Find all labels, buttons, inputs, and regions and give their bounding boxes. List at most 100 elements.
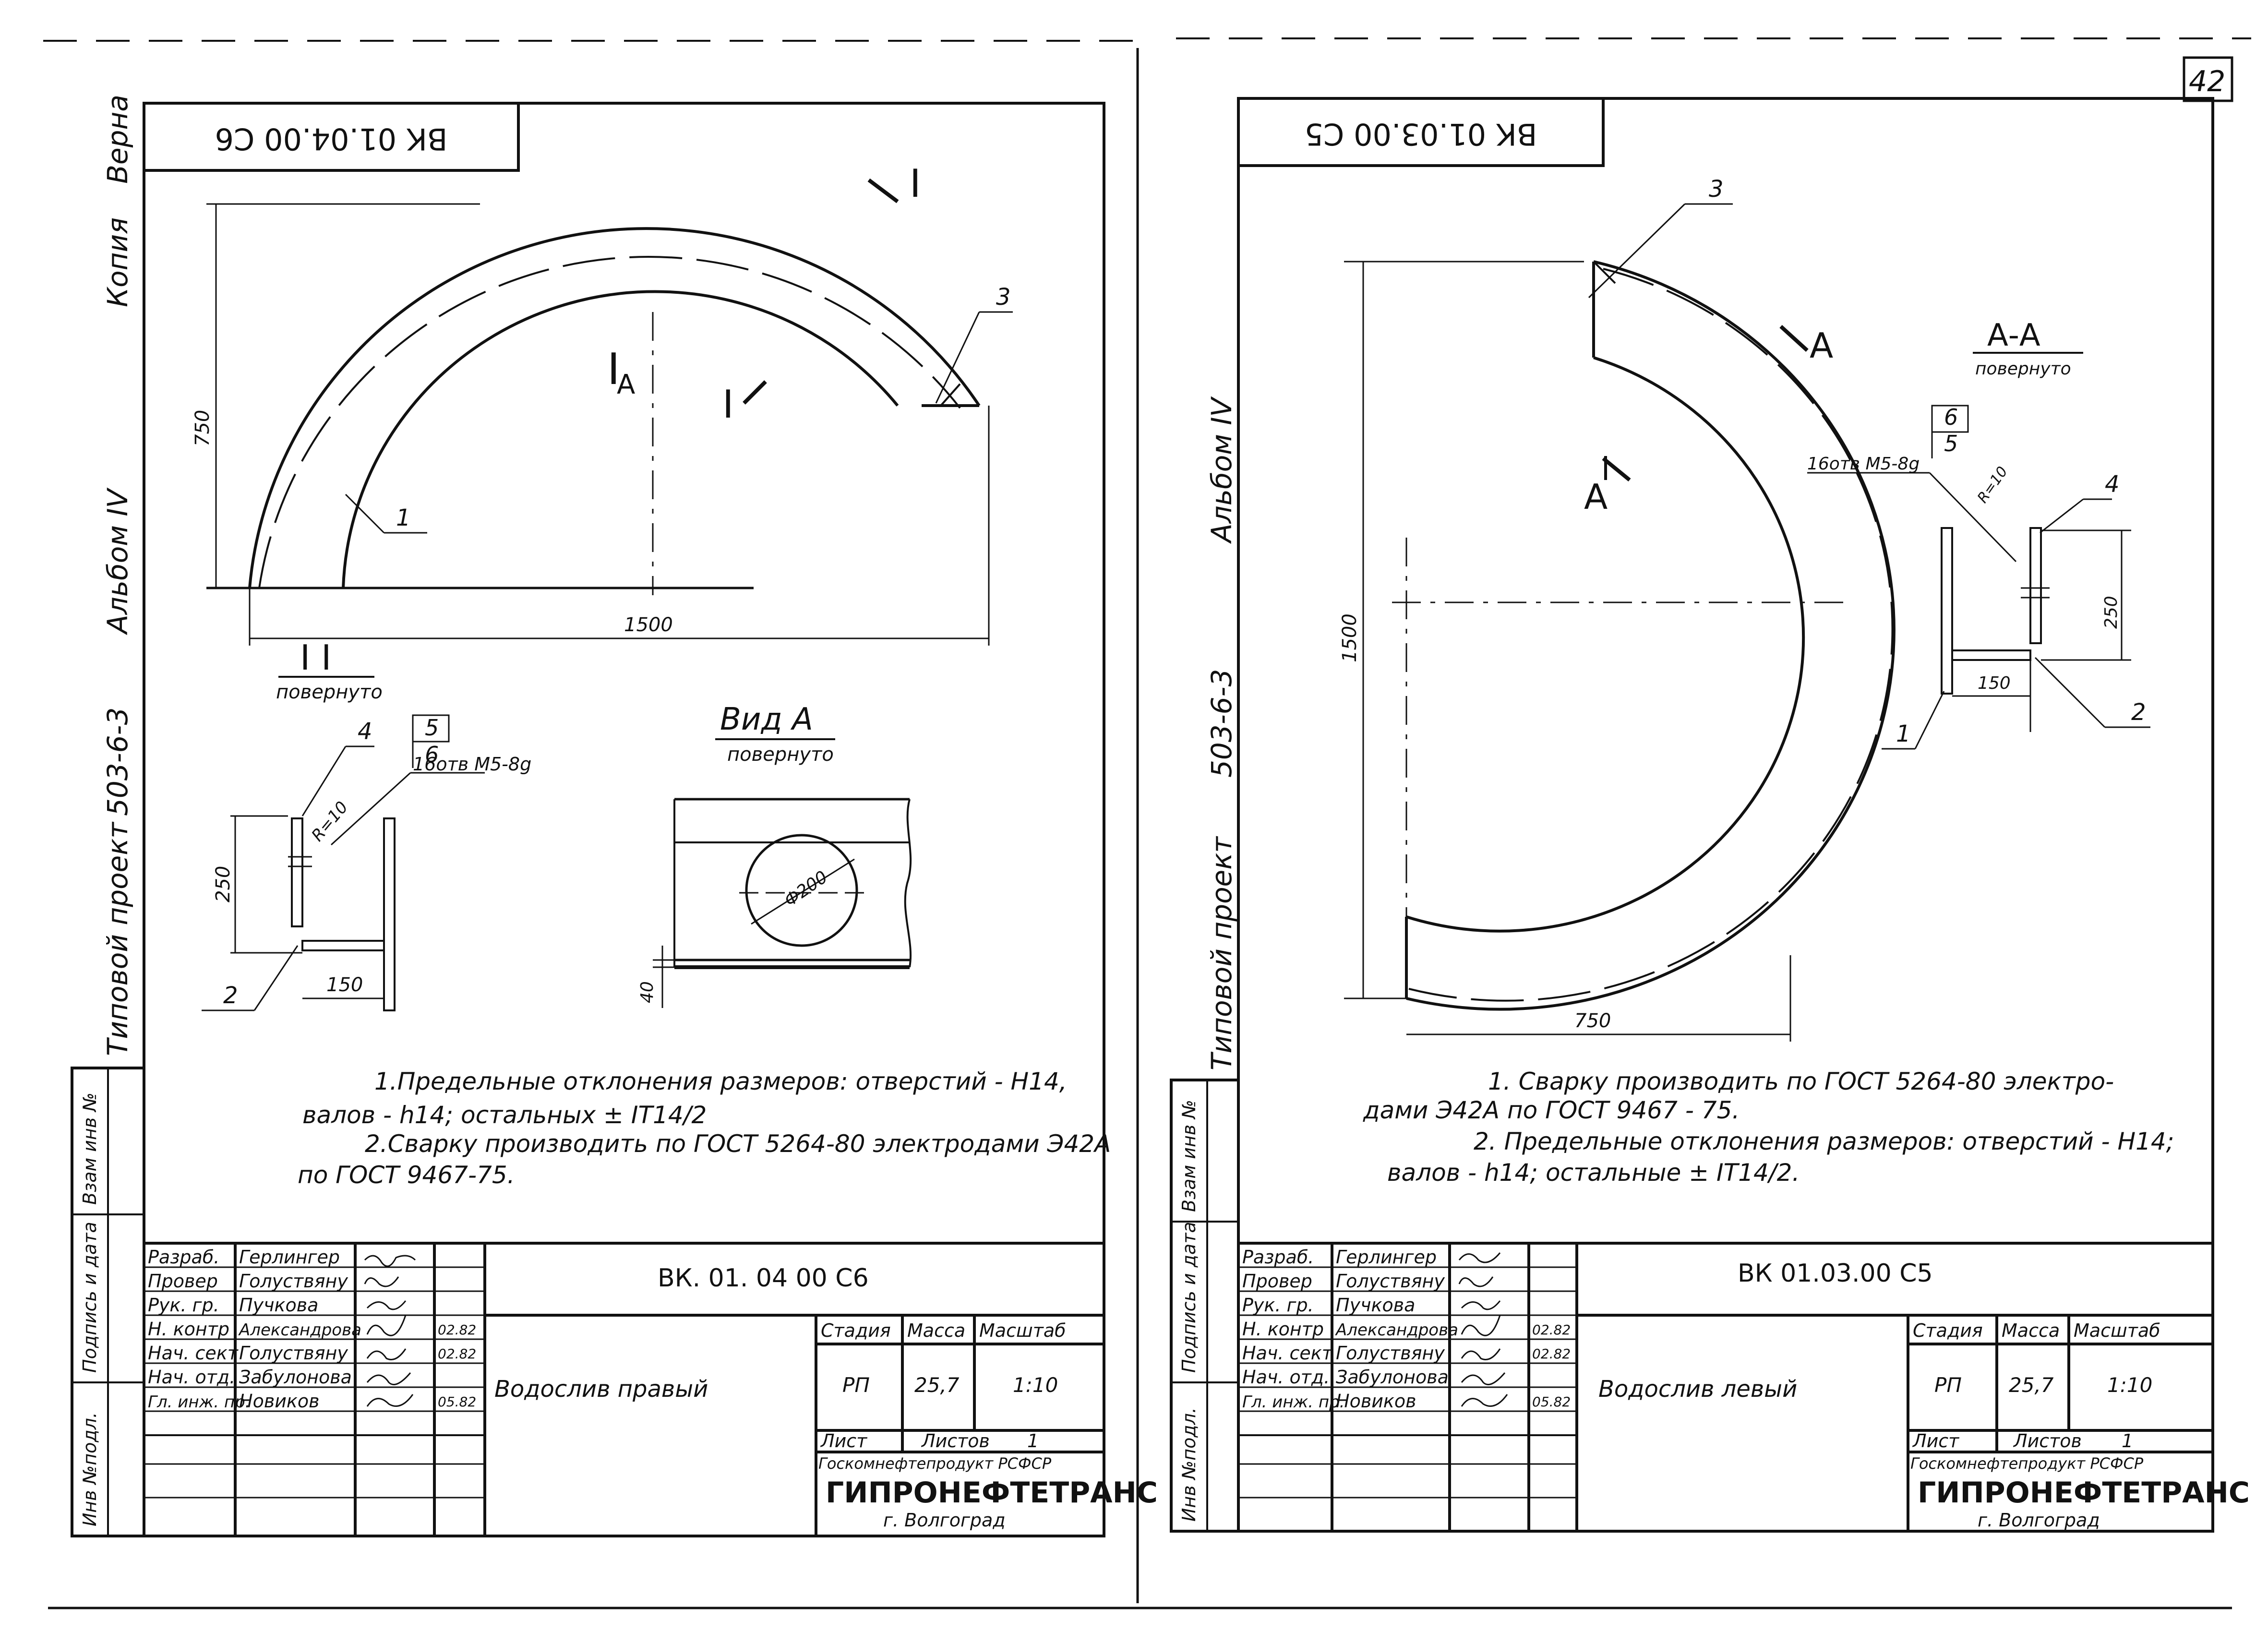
left-signatures <box>364 1255 416 1407</box>
tb-right-date-0: 02.82 <box>1532 1322 1571 1338</box>
callout-2-right: 2 <box>2131 699 2146 726</box>
callout-5: 5 <box>425 715 439 741</box>
tb-right-scale-h: Масштаб <box>2074 1320 2160 1341</box>
view-a-title: Вид А <box>720 702 813 737</box>
tb-right-name-3: Александрова <box>1335 1320 1458 1340</box>
tb-left-scale-h: Масштаб <box>979 1320 1066 1341</box>
tb-right-date-1: 02.82 <box>1532 1346 1571 1362</box>
tb-left-role-4: Нач. сект <box>148 1343 239 1364</box>
dim-750-right: 750 <box>1574 1010 1611 1032</box>
dim-250-right: 250 <box>2101 596 2121 629</box>
left-code-rotated: ВК 01.04.00 С6 <box>215 121 448 156</box>
margin-tipovoy: Типовой проект <box>101 821 134 1056</box>
callout-1: 1 <box>396 504 411 531</box>
tb-left-date-1: 02.82 <box>438 1346 476 1362</box>
tb-left-mass-h: Масса <box>907 1320 965 1341</box>
tb-left-name-1: Голуствяну <box>239 1271 348 1292</box>
tb-right-city: г. Волгоград <box>1978 1510 2100 1531</box>
tb-right-name-1: Голуствяну <box>1336 1271 1445 1292</box>
margin-kopia-verna: КопияВерна <box>101 95 134 307</box>
view-a: Вид А повернуто Ф200 40 <box>637 702 912 1008</box>
tb-right-name-4: Голуствяну <box>1336 1343 1445 1364</box>
margin-album: Альбом IV <box>101 487 134 636</box>
mark-i-lower: I <box>722 382 734 427</box>
weld-note-right: 16отв М5-8g <box>1807 454 1920 474</box>
section-a-a-title: А-А <box>1987 318 2040 353</box>
tb-right-role-2: Рук. гр. <box>1242 1295 1314 1316</box>
right-note-1b: дами Э42А по ГОСТ 9467 - 75. <box>1363 1096 1740 1124</box>
dim-250-left: 250 <box>212 866 234 902</box>
dim-1500-right: 1500 <box>1339 613 1361 662</box>
tb-right-mass: 25,7 <box>2009 1373 2054 1397</box>
tb-right-name-5: Забулонова <box>1336 1367 1449 1388</box>
page-number-box <box>2183 56 2233 102</box>
callout-5-right: 5 <box>1944 431 1958 456</box>
right-half-ring: 1500 750 А А 3 <box>1339 176 1896 1042</box>
mark-i-upper: I <box>910 161 921 206</box>
page-number: 42 <box>2189 65 2225 98</box>
weld-note-left: 16отв М5-8g <box>413 754 531 775</box>
callout-3-right: 3 <box>1709 176 1724 203</box>
tb-left-scale: 1:10 <box>1013 1373 1058 1397</box>
left-notes: 1.Предельные отклонения размеров: отверс… <box>298 1068 1111 1189</box>
stamp-inv-podl-left: Инв №подл. <box>79 1412 100 1526</box>
mark-i-arrow: I <box>607 344 620 395</box>
stamp-vzam-right: Взам инв № <box>1178 1100 1200 1212</box>
tb-right-scale: 1:10 <box>2107 1373 2152 1397</box>
margin-project-code: 503-6-3 <box>101 708 134 816</box>
section-a-a: А-А повернуто 6 5 16отв М5-8g R=10 250 1… <box>1807 318 2150 750</box>
tb-right-title: Водослив левый <box>1598 1376 1797 1403</box>
tb-left-date-0: 02.82 <box>438 1322 476 1338</box>
margin-tipovoy-right: Типовой проект <box>1205 836 1238 1070</box>
tb-left-org2: ГИПРОНЕФТЕТРАНС <box>826 1476 1158 1510</box>
tb-right-stage-h: Стадия <box>1913 1320 1983 1341</box>
right-notes: 1. Сварку производить по ГОСТ 5264-80 эл… <box>1363 1068 2174 1187</box>
inner-arc <box>342 290 899 588</box>
dim-750: 750 <box>192 410 214 446</box>
half-ring-view: 750 1500 I А I I 1 3 <box>192 161 1013 646</box>
tb-right-name-2: Пучкова <box>1336 1295 1415 1316</box>
tb-right-sheet: Лист <box>1912 1430 1960 1452</box>
tb-left-sheet: Лист <box>820 1430 868 1452</box>
tb-left-city: г. Волгоград <box>883 1510 1006 1531</box>
tb-right-role-3: Н. контр <box>1242 1319 1324 1340</box>
tb-right-name-0: Герлингер <box>1336 1247 1437 1268</box>
tb-right-stage: РП <box>1934 1373 1962 1397</box>
right-note-2a: 2. Предельные отклонения размеров: отвер… <box>1474 1128 2174 1155</box>
tb-left-sheets-count: 1 <box>1027 1430 1039 1452</box>
hole-circle <box>745 834 858 947</box>
callout-1-right: 1 <box>1896 720 1911 747</box>
margin-album-right: Альбом IV <box>1205 396 1238 544</box>
left-note-1b: валов - h14; остальных ± IT14/2 <box>302 1101 707 1129</box>
left-note-2a: 2.Сварку производить по ГОСТ 5264-80 эле… <box>365 1130 1111 1158</box>
tb-left-role-1: Провер <box>148 1271 218 1292</box>
stamp-inv-podl-right: Инв №подл. <box>1178 1407 1200 1522</box>
tb-right-code: ВК 01.03.00 С5 <box>1738 1259 1933 1288</box>
tb-left-role-6: Гл. инж. пр. <box>148 1392 250 1412</box>
callout-4: 4 <box>358 718 372 745</box>
tb-right-role-6: Гл. инж. пр. <box>1242 1392 1344 1412</box>
right-code-rotated: ВК 01.03.00 С5 <box>1305 117 1537 152</box>
callout-6-right: 6 <box>1944 404 1958 430</box>
left-note-2b: по ГОСТ 9467-75. <box>298 1161 515 1189</box>
tb-left-role-5: Нач. отд. <box>148 1367 235 1388</box>
tb-left-title: Водослив правый <box>494 1376 708 1403</box>
tb-left-role-0: Разраб. <box>148 1247 219 1268</box>
tb-left-name-3: Александрова <box>238 1320 361 1340</box>
dim-40: 40 <box>637 981 657 1003</box>
dim-dia: Ф200 <box>781 867 831 911</box>
callout-2: 2 <box>223 982 238 1009</box>
tb-right-mass-h: Масса <box>2002 1320 2060 1341</box>
callout-6: 6 <box>425 742 439 768</box>
mark-a-label: А <box>617 369 635 400</box>
dim-150-right: 150 <box>1978 673 2011 693</box>
tb-left-name-6: Новиков <box>239 1391 320 1412</box>
tb-right-date-3: 05.82 <box>1532 1394 1571 1410</box>
tb-left-code: ВК. 01. 04 00 С6 <box>658 1264 869 1293</box>
right-note-2b: валов - h14; остальные ± IT14/2. <box>1387 1159 1800 1187</box>
mark-a-left: А <box>1584 477 1608 517</box>
margin-project-right: 503-6-3 <box>1205 669 1238 778</box>
tb-left-role-2: Рук. гр. <box>148 1295 219 1316</box>
